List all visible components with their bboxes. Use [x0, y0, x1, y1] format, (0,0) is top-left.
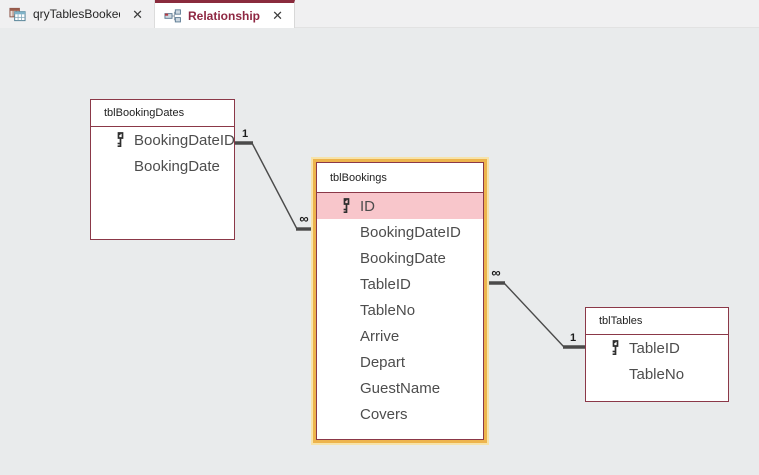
table-tblbookings-selected[interactable]: tblBookings ID Book [311, 157, 489, 445]
field-row[interactable]: TableNo [586, 361, 728, 387]
query-icon [9, 7, 26, 21]
tab-bar: qryTablesBooked ✕ Relationships ✕ [0, 0, 759, 28]
field-row[interactable]: TableID [586, 335, 728, 361]
field-row[interactable]: BookingDateID [317, 219, 483, 245]
relationships-canvas: 1 ∞ ∞ 1 tblBookingDates BookingDat [0, 29, 759, 475]
table-title[interactable]: tblBookingDates [91, 100, 234, 127]
field-row[interactable]: BookingDate [91, 153, 234, 179]
cardinality-one-label: 1 [570, 332, 576, 344]
field-name: Covers [360, 405, 408, 423]
cardinality-many-label: ∞ [491, 265, 500, 280]
field-name: BookingDate [360, 249, 446, 267]
table-title[interactable]: tblBookings [317, 163, 483, 193]
tab-label: Relationships [188, 8, 261, 23]
table-tbltables[interactable]: tblTables TableID TableNo [585, 307, 729, 402]
relationships-icon [164, 9, 181, 23]
field-name: Depart [360, 353, 406, 371]
cardinality-many-label: ∞ [299, 211, 308, 226]
field-row[interactable]: TableNo [317, 297, 483, 323]
close-tab-icon[interactable]: ✕ [272, 8, 283, 23]
primary-key-icon [112, 132, 129, 148]
relationship-line-bookings-tables[interactable]: ∞ 1 [488, 265, 585, 349]
field-name: TableNo [360, 301, 416, 319]
close-tab-icon[interactable]: ✕ [132, 6, 143, 22]
field-row-highlighted[interactable]: ID [317, 193, 483, 219]
field-name: Arrive [360, 327, 400, 345]
field-name: ID [360, 197, 375, 215]
selection-outline: tblBookings ID Book [313, 159, 487, 443]
field-name: GuestName [360, 379, 441, 397]
tab-relationships[interactable]: Relationships ✕ [155, 0, 295, 28]
field-name: BookingDateID [134, 131, 234, 149]
field-row[interactable]: GuestName [317, 375, 483, 401]
relationship-line-bookingdates-bookings[interactable]: 1 ∞ [235, 128, 311, 231]
field-name: BookingDateID [360, 223, 461, 241]
field-row[interactable]: Arrive [317, 323, 483, 349]
field-name: TableID [360, 275, 411, 293]
relationship-lines: 1 ∞ ∞ 1 [235, 128, 585, 349]
primary-key-icon [338, 198, 355, 214]
field-row[interactable]: Covers [317, 401, 483, 427]
field-row[interactable]: TableID [317, 271, 483, 297]
table-title[interactable]: tblTables [586, 308, 728, 335]
tab-label: qryTablesBooked [33, 7, 121, 21]
field-name: TableNo [629, 365, 685, 383]
table-tblbookingdates[interactable]: tblBookingDates BookingDateID BookingDat… [90, 99, 235, 240]
cardinality-one-label: 1 [242, 128, 248, 140]
field-row[interactable]: BookingDate [317, 245, 483, 271]
field-row[interactable]: BookingDateID [91, 127, 234, 153]
tab-qrytablesbooked[interactable]: qryTablesBooked ✕ [0, 0, 155, 28]
field-row[interactable]: Depart [317, 349, 483, 375]
primary-key-icon [607, 340, 624, 356]
field-name: TableID [629, 339, 680, 357]
field-name: BookingDate [134, 157, 220, 175]
